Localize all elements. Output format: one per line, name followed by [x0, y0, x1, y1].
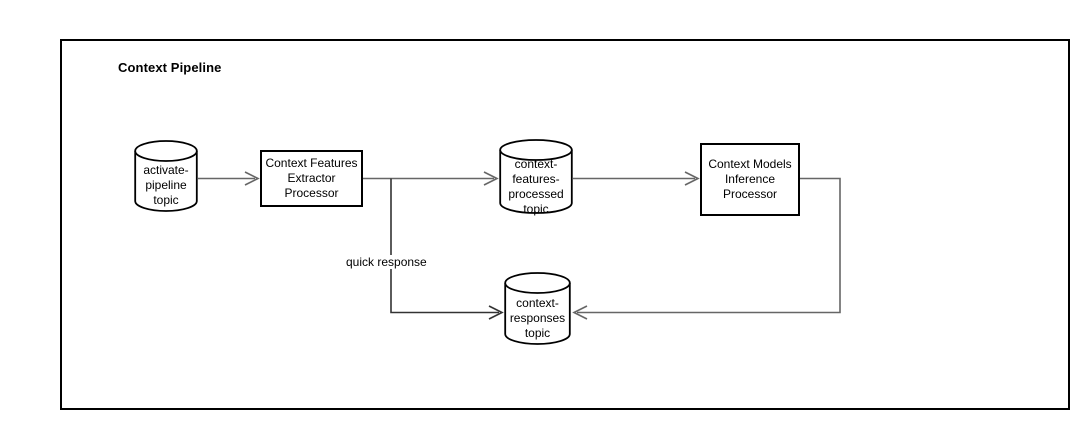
node-label-context-features-extractor-processor: Context Features Extractor Processor — [265, 156, 358, 200]
node-context-responses-topic[interactable]: context- responses topic — [504, 272, 571, 345]
node-context-features-processed-topic[interactable]: context- features- processed topic — [499, 139, 573, 216]
node-label-context-models-inference-processor: Context Models Inference Processor — [708, 157, 792, 201]
cylinder-shape — [134, 140, 198, 212]
node-label-context-features-processed-topic: context- features- processed topic — [508, 157, 564, 216]
node-label-context-responses-topic: context- responses topic — [509, 296, 566, 340]
diagram-frame — [60, 39, 1070, 410]
node-activate-pipeline-topic[interactable]: activate- pipeline topic — [134, 140, 198, 212]
node-label-activate-pipeline-topic: activate- pipeline topic — [143, 163, 189, 207]
edge-label-quick-response: quick response — [344, 255, 429, 269]
node-context-features-extractor-processor[interactable]: Context Features Extractor Processor — [260, 150, 363, 207]
cylinder-shape — [504, 272, 571, 345]
page-title: Context Pipeline — [118, 60, 222, 75]
node-context-models-inference-processor[interactable]: Context Models Inference Processor — [700, 143, 800, 216]
cylinder-shape — [499, 139, 573, 214]
